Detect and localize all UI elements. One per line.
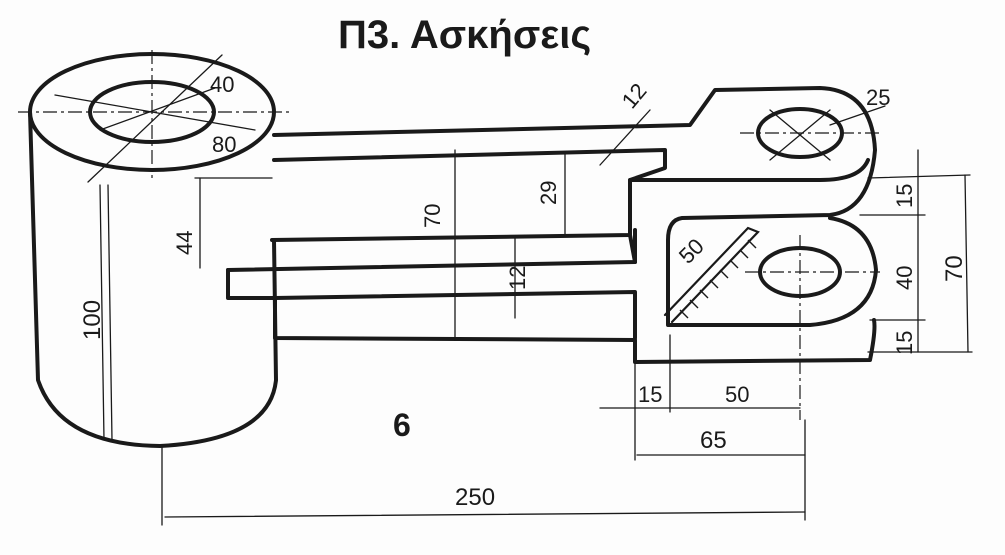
connecting-arm: [226, 86, 878, 364]
dim-70-left: 70: [420, 204, 445, 228]
dim-25: 25: [866, 85, 890, 110]
dim-70-right: 70: [941, 255, 968, 282]
dim-29: 29: [536, 181, 561, 205]
dim-40-right: 40: [892, 266, 917, 290]
figure-number: 6: [393, 407, 411, 443]
dim-12-top: 12: [617, 78, 652, 113]
dim-44: 44: [172, 231, 197, 255]
dim-65: 65: [700, 427, 727, 454]
cylinder-body: [18, 50, 292, 448]
dim-15-bottom: 15: [638, 382, 662, 407]
dim-15-upper: 15: [892, 184, 917, 208]
dim-50-bottom: 50: [725, 382, 749, 407]
dim-250: 250: [455, 484, 495, 511]
upper-lug-hole: [740, 105, 886, 161]
lower-lug-hole: [745, 235, 880, 420]
dim-100: 100: [79, 300, 106, 340]
page-title: Π3. Ασκήσεις: [338, 13, 591, 57]
hatched-section: [663, 226, 760, 324]
dimension-lines: [107, 109, 973, 526]
dim-12-mid: 12: [505, 266, 530, 290]
dim-15-lower: 15: [892, 331, 917, 355]
dim-50-diagonal: 50: [674, 234, 709, 269]
dim-80: 80: [212, 132, 236, 157]
dim-40: 40: [210, 72, 234, 97]
